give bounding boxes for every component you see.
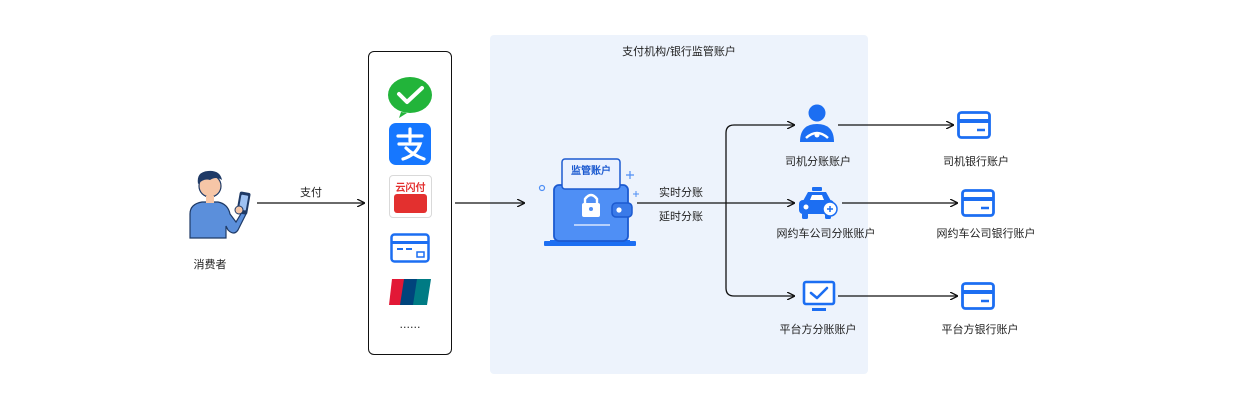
driver-bank-card-icon (957, 111, 991, 139)
more-methods: ...... (399, 318, 421, 331)
bank-card-icon (390, 233, 430, 263)
realtime-split-label: 实时分账 (659, 186, 703, 199)
wechat-pay-icon (388, 77, 432, 118)
car-icon (799, 187, 838, 219)
driver-icon (800, 104, 834, 142)
monitor-check-icon (802, 280, 836, 311)
consumer-person-icon (189, 170, 251, 239)
alipay-icon (389, 123, 431, 165)
quickpass-badge (394, 194, 427, 213)
consumer-label: 消费者 (193, 258, 227, 271)
supervision-wallet-icon (538, 158, 639, 246)
driver-bank-label: 司机银行账户 (943, 155, 1009, 168)
wallet-tag: 监管账户 (571, 166, 611, 177)
platform-bank-card-icon (961, 282, 995, 310)
delayed-split-label: 延时分账 (659, 210, 703, 223)
platform-account-label: 平台方分账账户 (779, 323, 857, 336)
quickpass-text: 云闪付 (395, 183, 426, 194)
pay-edge-label: 支付 (300, 186, 322, 199)
panel-title: 支付机构/银行监管账户 (622, 45, 736, 58)
company-bank-label: 网约车公司银行账户 (936, 227, 1036, 240)
edge-split-to-driver (725, 125, 794, 203)
unionpay-quickpass-icon: 云闪付 (389, 175, 432, 218)
unionpay-icon (389, 279, 431, 305)
company-account-label: 网约车公司分账账户 (776, 227, 876, 240)
edge-split-to-platform (725, 203, 794, 296)
company-bank-card-icon (961, 189, 995, 217)
driver-account-label: 司机分账账户 (785, 155, 851, 168)
platform-bank-label: 平台方银行账户 (941, 323, 1019, 336)
